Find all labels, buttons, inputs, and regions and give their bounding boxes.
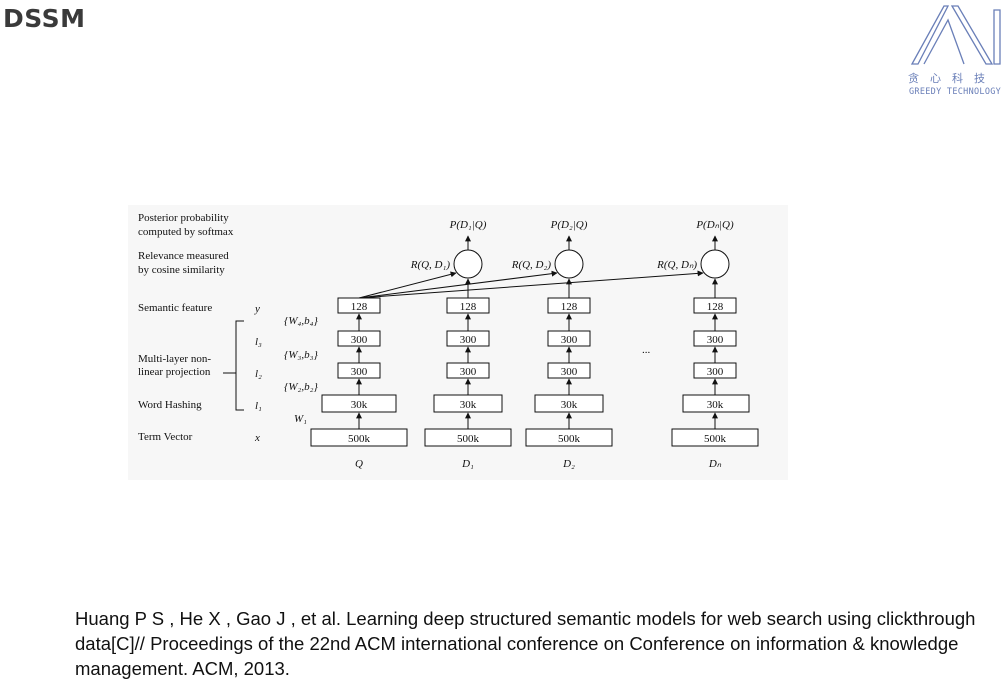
d2-l3-size: 300 <box>561 334 578 346</box>
dn-l2-size: 300 <box>707 366 724 378</box>
dn-semantic-size: 128 <box>707 301 724 313</box>
d2-semantic-size: 128 <box>561 301 578 313</box>
label-multilayer-2: linear projection <box>138 366 211 378</box>
column-label-q: Q <box>355 458 363 470</box>
dssm-architecture-diagram: Posterior probability computed by softma… <box>128 205 788 480</box>
q-semantic-size: 128 <box>351 301 368 313</box>
symbol-x: x <box>254 432 260 444</box>
greedy-logo-icon <box>910 5 1001 65</box>
d2-posterior: P(D₂|Q) <box>550 219 588 231</box>
column-label-d1: D₁ <box>461 458 474 470</box>
dn-input-size: 500k <box>704 433 727 445</box>
weight-w2b2: {W₂,b₂} <box>284 381 318 393</box>
d1-l3-size: 300 <box>460 334 477 346</box>
symbol-l2: l₂ <box>255 368 262 380</box>
dn-l3-size: 300 <box>707 334 724 346</box>
weight-w3b3: {W₃,b₃} <box>284 349 318 361</box>
column-q: 128 300 300 30k 500k Q <box>310 297 408 470</box>
ellipsis: ... <box>642 344 651 356</box>
d1-posterior: P(D₁|Q) <box>449 219 487 231</box>
d2-wordhash-size: 30k <box>561 399 578 411</box>
label-word-hashing: Word Hashing <box>138 399 202 411</box>
column-d2: 128 300 300 30k 500k P(D₂|Q) R(Q, D₂) D₂ <box>511 219 613 470</box>
d1-relevance: R(Q, D₁) <box>410 259 451 271</box>
label-posterior-2: computed by softmax <box>138 226 234 238</box>
slide-title: DSSM <box>3 4 86 33</box>
label-relevance-1: Relevance measured <box>138 250 229 262</box>
logo-english-text: GREEDY TECHNOLOGY <box>909 87 1002 97</box>
q-input-size: 500k <box>348 433 371 445</box>
column-label-d2: D₂ <box>562 458 575 470</box>
weight-w4b4: {W₄,b₄} <box>284 315 318 327</box>
d2-l2-size: 300 <box>561 366 578 378</box>
column-d1: 128 300 300 30k 500k P(D₁|Q) R(Q, D₁) D₁ <box>410 219 512 470</box>
citation-text: Huang P S , He X , Gao J , et al. Learni… <box>75 608 976 679</box>
label-relevance-2: by cosine similarity <box>138 264 225 276</box>
label-multilayer-1: Multi-layer non- <box>138 353 211 365</box>
q-l2-size: 300 <box>351 366 368 378</box>
label-posterior-1: Posterior probability <box>138 212 229 224</box>
projection-bracket <box>235 320 244 411</box>
d1-wordhash-size: 30k <box>460 399 477 411</box>
symbol-l3: l₃ <box>255 336 262 348</box>
d2-relevance: R(Q, D₂) <box>511 259 552 271</box>
d1-l2-size: 300 <box>460 366 477 378</box>
label-semantic-feature: Semantic feature <box>138 302 212 314</box>
q-wordhash-size: 30k <box>351 399 368 411</box>
symbol-l1: l₁ <box>255 400 262 412</box>
d1-semantic-size: 128 <box>460 301 477 313</box>
q-l3-size: 300 <box>351 334 368 346</box>
column-label-dn: Dₙ <box>708 458 722 470</box>
dn-relevance: R(Q, Dₙ) <box>656 259 697 271</box>
logo-chinese-text: 贪心科技 <box>908 72 996 85</box>
column-dn: 128 300 300 30k 500k P(Dₙ|Q) R(Q, Dₙ) Dₙ <box>656 219 759 470</box>
symbol-y: y <box>254 303 260 315</box>
cosine-connections <box>358 270 718 299</box>
d1-input-size: 500k <box>457 433 480 445</box>
d2-input-size: 500k <box>558 433 581 445</box>
dn-posterior: P(Dₙ|Q) <box>695 219 734 231</box>
weight-w1: W₁ <box>294 413 307 425</box>
label-term-vector: Term Vector <box>138 431 193 443</box>
dn-wordhash-size: 30k <box>707 399 724 411</box>
